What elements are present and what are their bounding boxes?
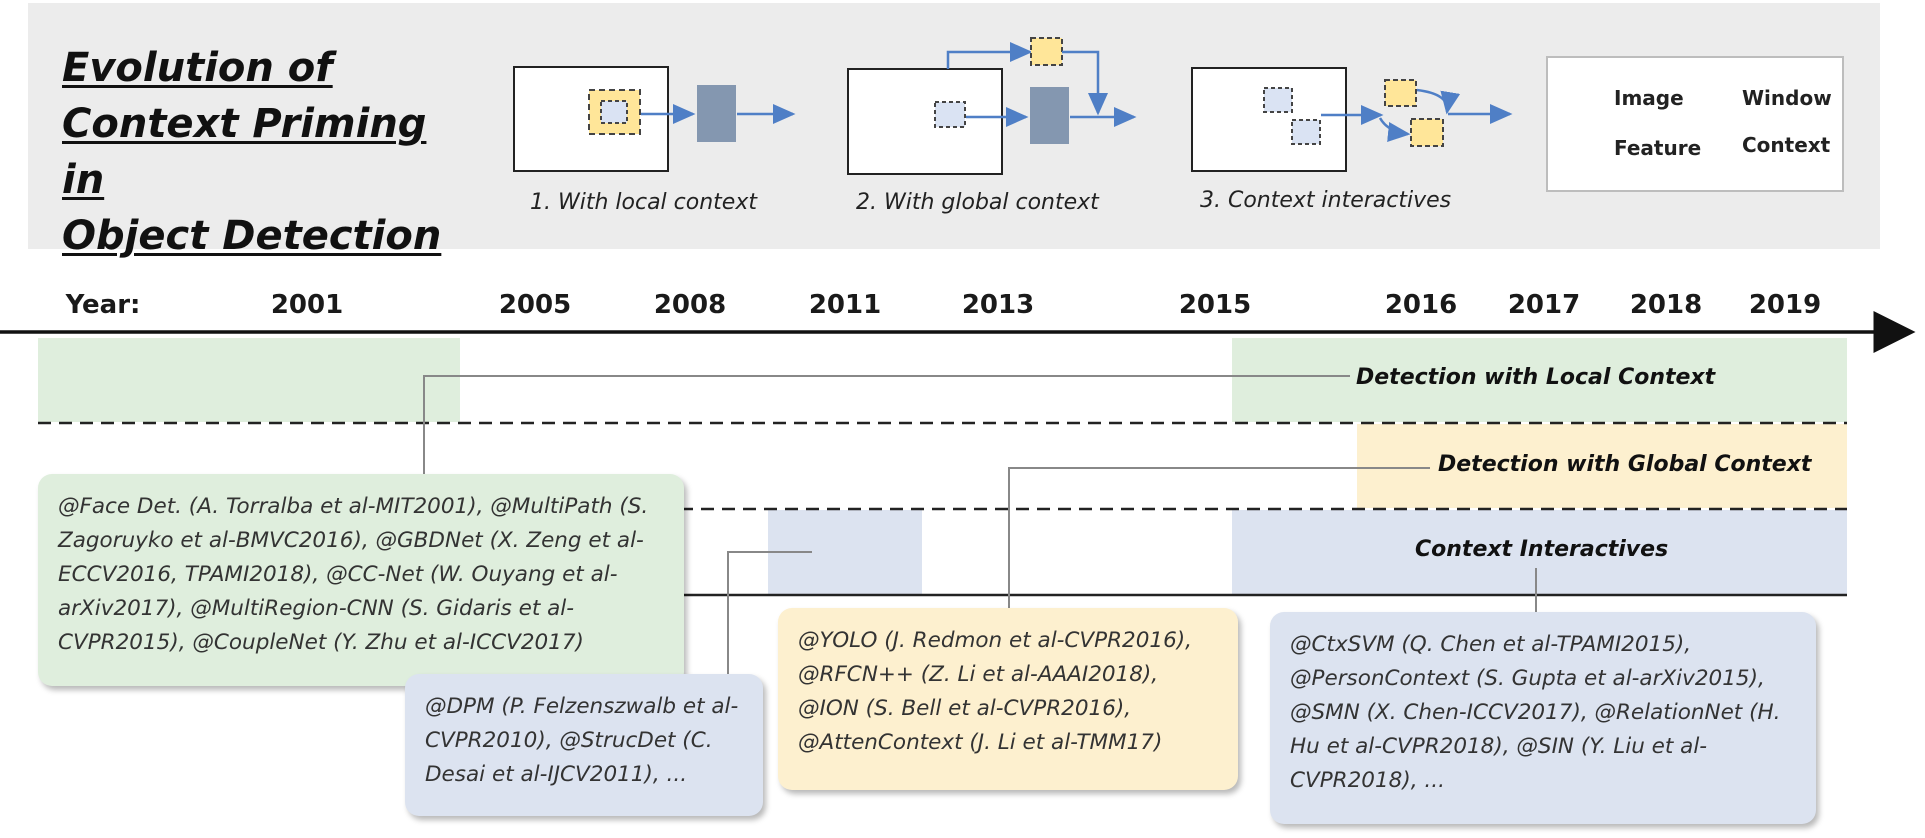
band-global xyxy=(1357,424,1847,508)
axis-label-year: Year: xyxy=(65,290,141,320)
band-interactive-2015 xyxy=(1232,510,1847,594)
title-line-2: Context Priming in xyxy=(62,101,427,203)
refs-local-context: @Face Det. (A. Torralba et al-MIT2001), … xyxy=(38,474,684,686)
year-2013: 2013 xyxy=(961,290,1035,320)
caption-global-context: 2. With global context xyxy=(856,190,1099,215)
diagram-title: Evolution of Context Priming in Object D… xyxy=(62,40,482,264)
year-2017: 2017 xyxy=(1507,290,1581,320)
refs-context-interactives: @CtxSVM (Q. Chen et al-TPAMI2015), @Pers… xyxy=(1270,612,1816,824)
legend-label-context: Context xyxy=(1742,133,1831,157)
window-box xyxy=(600,100,628,124)
band-local-2015 xyxy=(1232,338,1847,422)
legend xyxy=(1546,56,1844,192)
refs-dpm: @DPM (P. Felzenszwalb et al-CVPR2010), @… xyxy=(405,674,763,816)
window-box xyxy=(934,101,966,128)
year-2005: 2005 xyxy=(498,290,572,320)
year-2008: 2008 xyxy=(653,290,727,320)
schematic-local-context xyxy=(513,66,796,172)
legend-label-feature: Feature xyxy=(1614,136,1702,160)
context-box xyxy=(1410,118,1444,147)
year-2019: 2019 xyxy=(1748,290,1822,320)
context-box xyxy=(1384,79,1417,107)
image-box xyxy=(1191,67,1347,172)
band-local-2001 xyxy=(38,338,460,422)
context-box xyxy=(1030,37,1063,66)
connector-local xyxy=(423,375,1350,484)
band-label-local: Detection with Local Context xyxy=(1356,365,1716,390)
year-2011: 2011 xyxy=(808,290,882,320)
band-label-global: Detection with Global Context xyxy=(1438,452,1812,477)
year-2015: 2015 xyxy=(1178,290,1252,320)
caption-context-interactives: 3. Context interactives xyxy=(1200,188,1452,213)
legend-label-image: Image xyxy=(1614,86,1684,110)
schematic-context-interactives xyxy=(1191,67,1513,172)
connector-dpm xyxy=(727,551,812,684)
year-2001: 2001 xyxy=(270,290,344,320)
feature-block xyxy=(1030,87,1069,144)
title-line-3: Object Detection xyxy=(62,213,442,259)
title-line-1: Evolution of xyxy=(62,45,333,91)
refs-global-context: @YOLO (J. Redmon et al-CVPR2016), @RFCN+… xyxy=(778,608,1238,790)
connector-global xyxy=(1008,467,1430,618)
legend-label-window: Window xyxy=(1742,86,1832,110)
feature-block xyxy=(697,85,736,142)
window-box xyxy=(1263,87,1293,113)
window-box xyxy=(1291,119,1321,145)
year-2018: 2018 xyxy=(1629,290,1703,320)
schematic-global-context xyxy=(847,37,1137,175)
image-box xyxy=(847,68,1003,175)
band-label-interactives: Context Interactives xyxy=(1415,537,1669,562)
year-2016: 2016 xyxy=(1384,290,1458,320)
caption-local-context: 1. With local context xyxy=(530,190,757,215)
